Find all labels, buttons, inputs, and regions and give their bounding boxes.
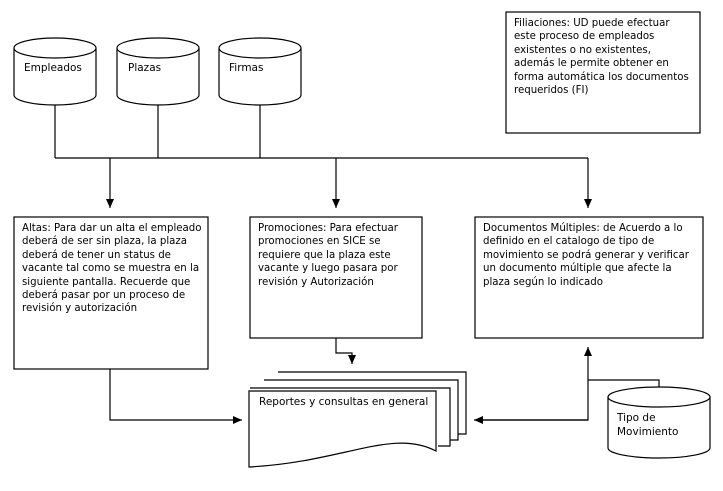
plazas-database-label: Plazas (128, 62, 162, 74)
promociones-process-text: Promociones: Para efectuar promociones e… (258, 223, 398, 288)
filiaciones-note-shape (505, 11, 701, 134)
tipo-movimiento-database-shape (607, 386, 711, 459)
empleados-database-label: Empleados (24, 62, 82, 74)
promociones-to-reportes-connector (335, 338, 356, 364)
firmas-database-label: Firmas (229, 62, 264, 74)
documentos-multiples-process-shape (474, 216, 704, 339)
tipo-movimiento-label-line1: Tipo de (617, 412, 656, 424)
altas-process-text: Altas: Para dar un alta el empleado debe… (22, 223, 202, 315)
altas-process-shape (13, 216, 209, 370)
tipo-movimiento-label-line2: Movimiento (617, 426, 679, 438)
documentos-multiples-process-text: Documentos Múltiples: de Acuerdo a lo de… (483, 223, 689, 288)
database-connectors (54, 105, 592, 208)
empleados-database-shape (13, 37, 97, 106)
documentos-to-reportes-connector (476, 347, 592, 421)
firmas-database-shape (218, 37, 302, 106)
tipo-movimiento-to-documentos-connector (588, 379, 660, 387)
promociones-process-shape (249, 216, 423, 339)
altas-to-reportes-connector (109, 369, 242, 424)
filiaciones-note-text: Filiaciones: UD puede efectuar este proc… (514, 18, 689, 97)
plazas-database-shape (116, 37, 200, 106)
reportes-document-stack (248, 371, 467, 468)
reportes-label: Reportes y consultas en general (259, 396, 429, 408)
